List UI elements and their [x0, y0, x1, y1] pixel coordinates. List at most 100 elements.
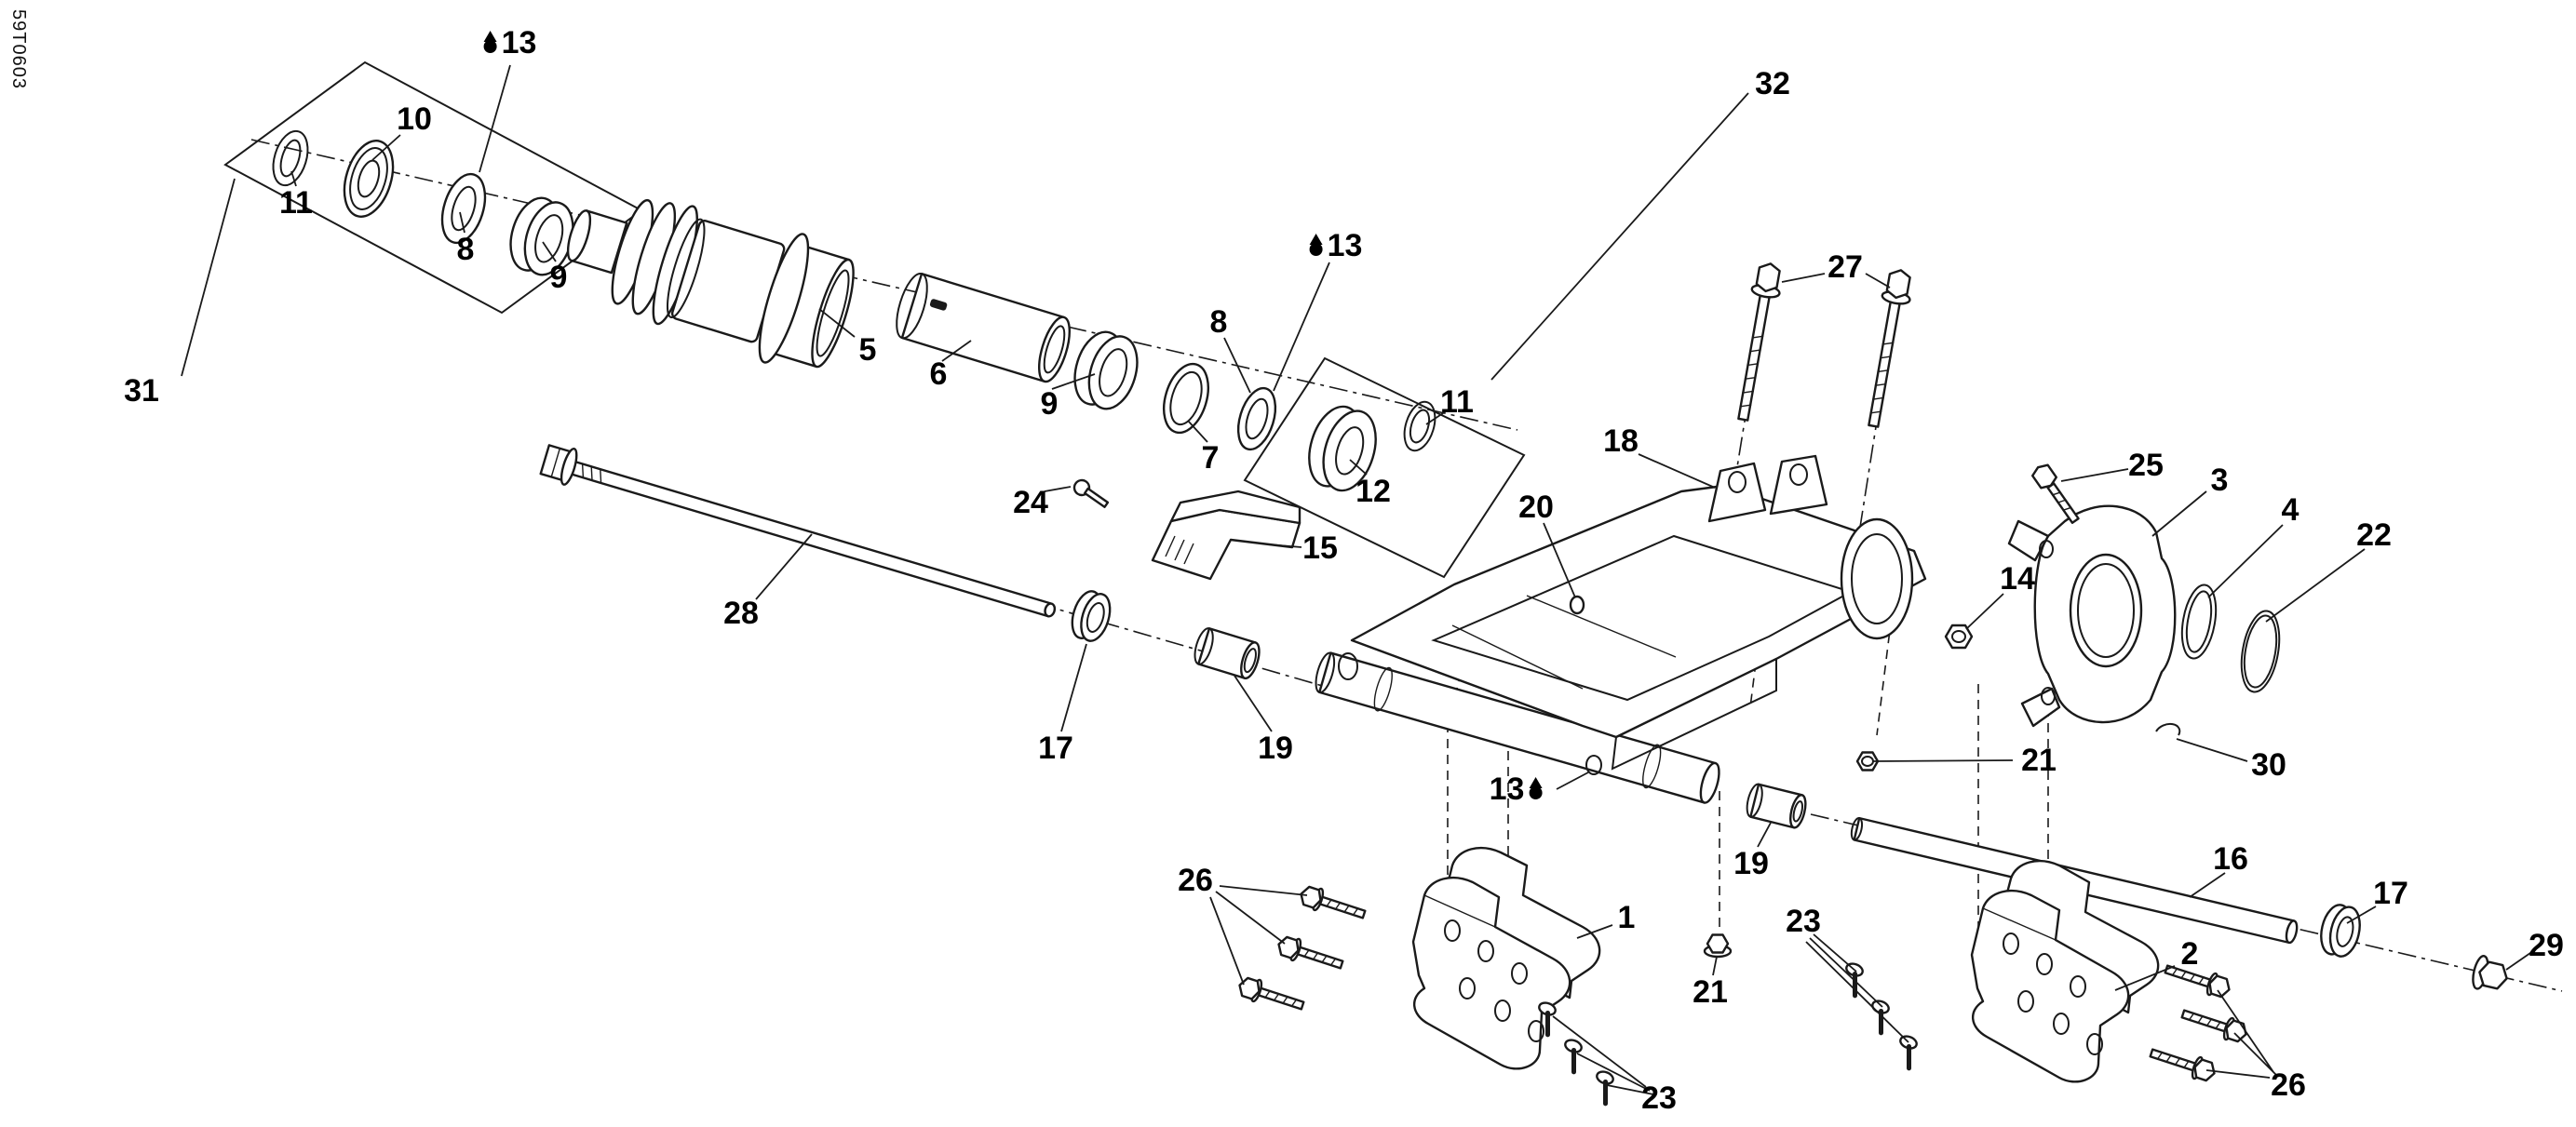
pivot-shaft-28 [539, 444, 1057, 618]
callout-23: 23 [1641, 1082, 1677, 1114]
detail-box-32 [1243, 356, 1526, 579]
callout-number: 24 [1013, 485, 1048, 520]
callout-number: 23 [1641, 1080, 1677, 1116]
callout-number: 11 [1440, 384, 1474, 420]
callout-number: 5 [858, 332, 877, 368]
callout-number: 13 [501, 25, 537, 60]
callout-number: 26 [1178, 863, 1213, 898]
callout-number: 19 [1258, 731, 1293, 766]
callout-28: 28 [723, 597, 759, 629]
callout-19: 19 [1258, 732, 1293, 764]
spacer-19b [1746, 783, 1807, 829]
nut-14 [1944, 624, 1974, 650]
document-code: 59T0603 [8, 9, 29, 89]
callout-number: 25 [2128, 448, 2164, 483]
callout-24: 24 [1013, 487, 1048, 518]
callout-21: 21 [1693, 976, 1728, 1008]
callout-number: 27 [1827, 249, 1863, 285]
spacer-sleeve-6 [896, 272, 1071, 383]
callout-15: 15 [1302, 532, 1338, 564]
callout-number: 29 [2529, 928, 2564, 963]
callout-number: 26 [2271, 1067, 2306, 1103]
ring-7 [1163, 362, 1209, 435]
callout-32: 32 [1755, 68, 1790, 100]
callout-31: 31 [124, 375, 159, 407]
bolt-26 [1274, 932, 1346, 977]
callout-number: 30 [2251, 747, 2286, 783]
callout-number: 13 [1327, 228, 1363, 263]
bolt-25 [2031, 463, 2080, 525]
callout-18: 18 [1603, 425, 1639, 457]
callout-9: 9 [550, 262, 568, 293]
frame-hub-ring [1840, 517, 1914, 640]
callout-6: 6 [930, 358, 948, 390]
stone-guard-2 [1970, 859, 2160, 1083]
callout-number: 17 [2373, 876, 2408, 911]
callout-number: 3 [2210, 463, 2229, 498]
washer-17b [2320, 904, 2361, 958]
callout-number: 8 [456, 232, 475, 267]
callout-14: 14 [2000, 563, 2035, 595]
callout-2: 2 [2181, 938, 2199, 970]
screw-24 [1072, 478, 1110, 509]
circlip-30 [2155, 722, 2181, 736]
stone-guard-1 [1411, 846, 1601, 1070]
callout-number: 9 [549, 260, 568, 295]
callout-number: 16 [2213, 841, 2248, 877]
bolt-26 [1234, 973, 1307, 1018]
nut-29 [2472, 955, 2508, 990]
callout-20: 20 [1518, 491, 1554, 523]
bolt-27a [1728, 260, 1786, 423]
bearing-9b [1073, 330, 1139, 410]
callout-number: 2 [2180, 936, 2199, 972]
callout-26: 26 [2271, 1069, 2306, 1101]
callout-21: 21 [2021, 745, 2057, 776]
callout-number: 32 [1755, 66, 1790, 101]
callout-3: 3 [2211, 464, 2229, 496]
callout-9: 9 [1041, 388, 1059, 420]
bracket-15 [1151, 490, 1301, 581]
grease-droplet-icon [1529, 786, 1543, 799]
callout-22: 22 [2356, 519, 2392, 551]
bolt-26 [1296, 881, 1369, 927]
callout-number: 17 [1038, 731, 1073, 766]
callout-number: 7 [1201, 440, 1220, 476]
callout-29: 29 [2529, 930, 2564, 961]
callout-number: 19 [1733, 846, 1769, 881]
callout-13: 13 [483, 25, 537, 60]
callout-11: 11 [1440, 386, 1474, 418]
oring-11b [1403, 400, 1436, 452]
callout-number: 21 [1693, 974, 1728, 1010]
bolt-27b [1858, 266, 1916, 430]
callout-17: 17 [1038, 732, 1073, 764]
callout-8: 8 [1210, 306, 1228, 338]
callout-number: 21 [2021, 743, 2057, 778]
shock-absorber-5 [566, 198, 855, 369]
callout-number: 12 [1355, 474, 1391, 509]
callout-13: 13 [1309, 228, 1363, 263]
swing-arm-frame [1315, 454, 1927, 804]
seal-10 [343, 140, 395, 218]
callout-number: 31 [124, 373, 159, 409]
nut-21b [1703, 933, 1733, 959]
callout-number: 9 [1040, 386, 1059, 422]
washer-17a [1071, 590, 1112, 642]
seal-ring-22 [2240, 610, 2281, 693]
bolt-26 [2147, 1040, 2219, 1086]
bearing-housing-3 [2007, 504, 2177, 728]
callout-4: 4 [2282, 494, 2300, 526]
oring-11a [272, 129, 309, 187]
callout-number: 13 [1489, 771, 1525, 807]
callout-number: 20 [1518, 490, 1554, 525]
callout-number: 10 [397, 101, 432, 137]
leader-lines [181, 64, 2531, 1095]
callout-23: 23 [1786, 906, 1821, 937]
callout-1: 1 [1618, 902, 1636, 933]
callout-number: 14 [2000, 561, 2035, 597]
callout-number: 8 [1209, 304, 1228, 340]
callout-number: 22 [2356, 517, 2392, 553]
callout-19: 19 [1733, 848, 1769, 879]
callout-number: 1 [1617, 900, 1636, 935]
callout-number: 6 [929, 356, 948, 392]
